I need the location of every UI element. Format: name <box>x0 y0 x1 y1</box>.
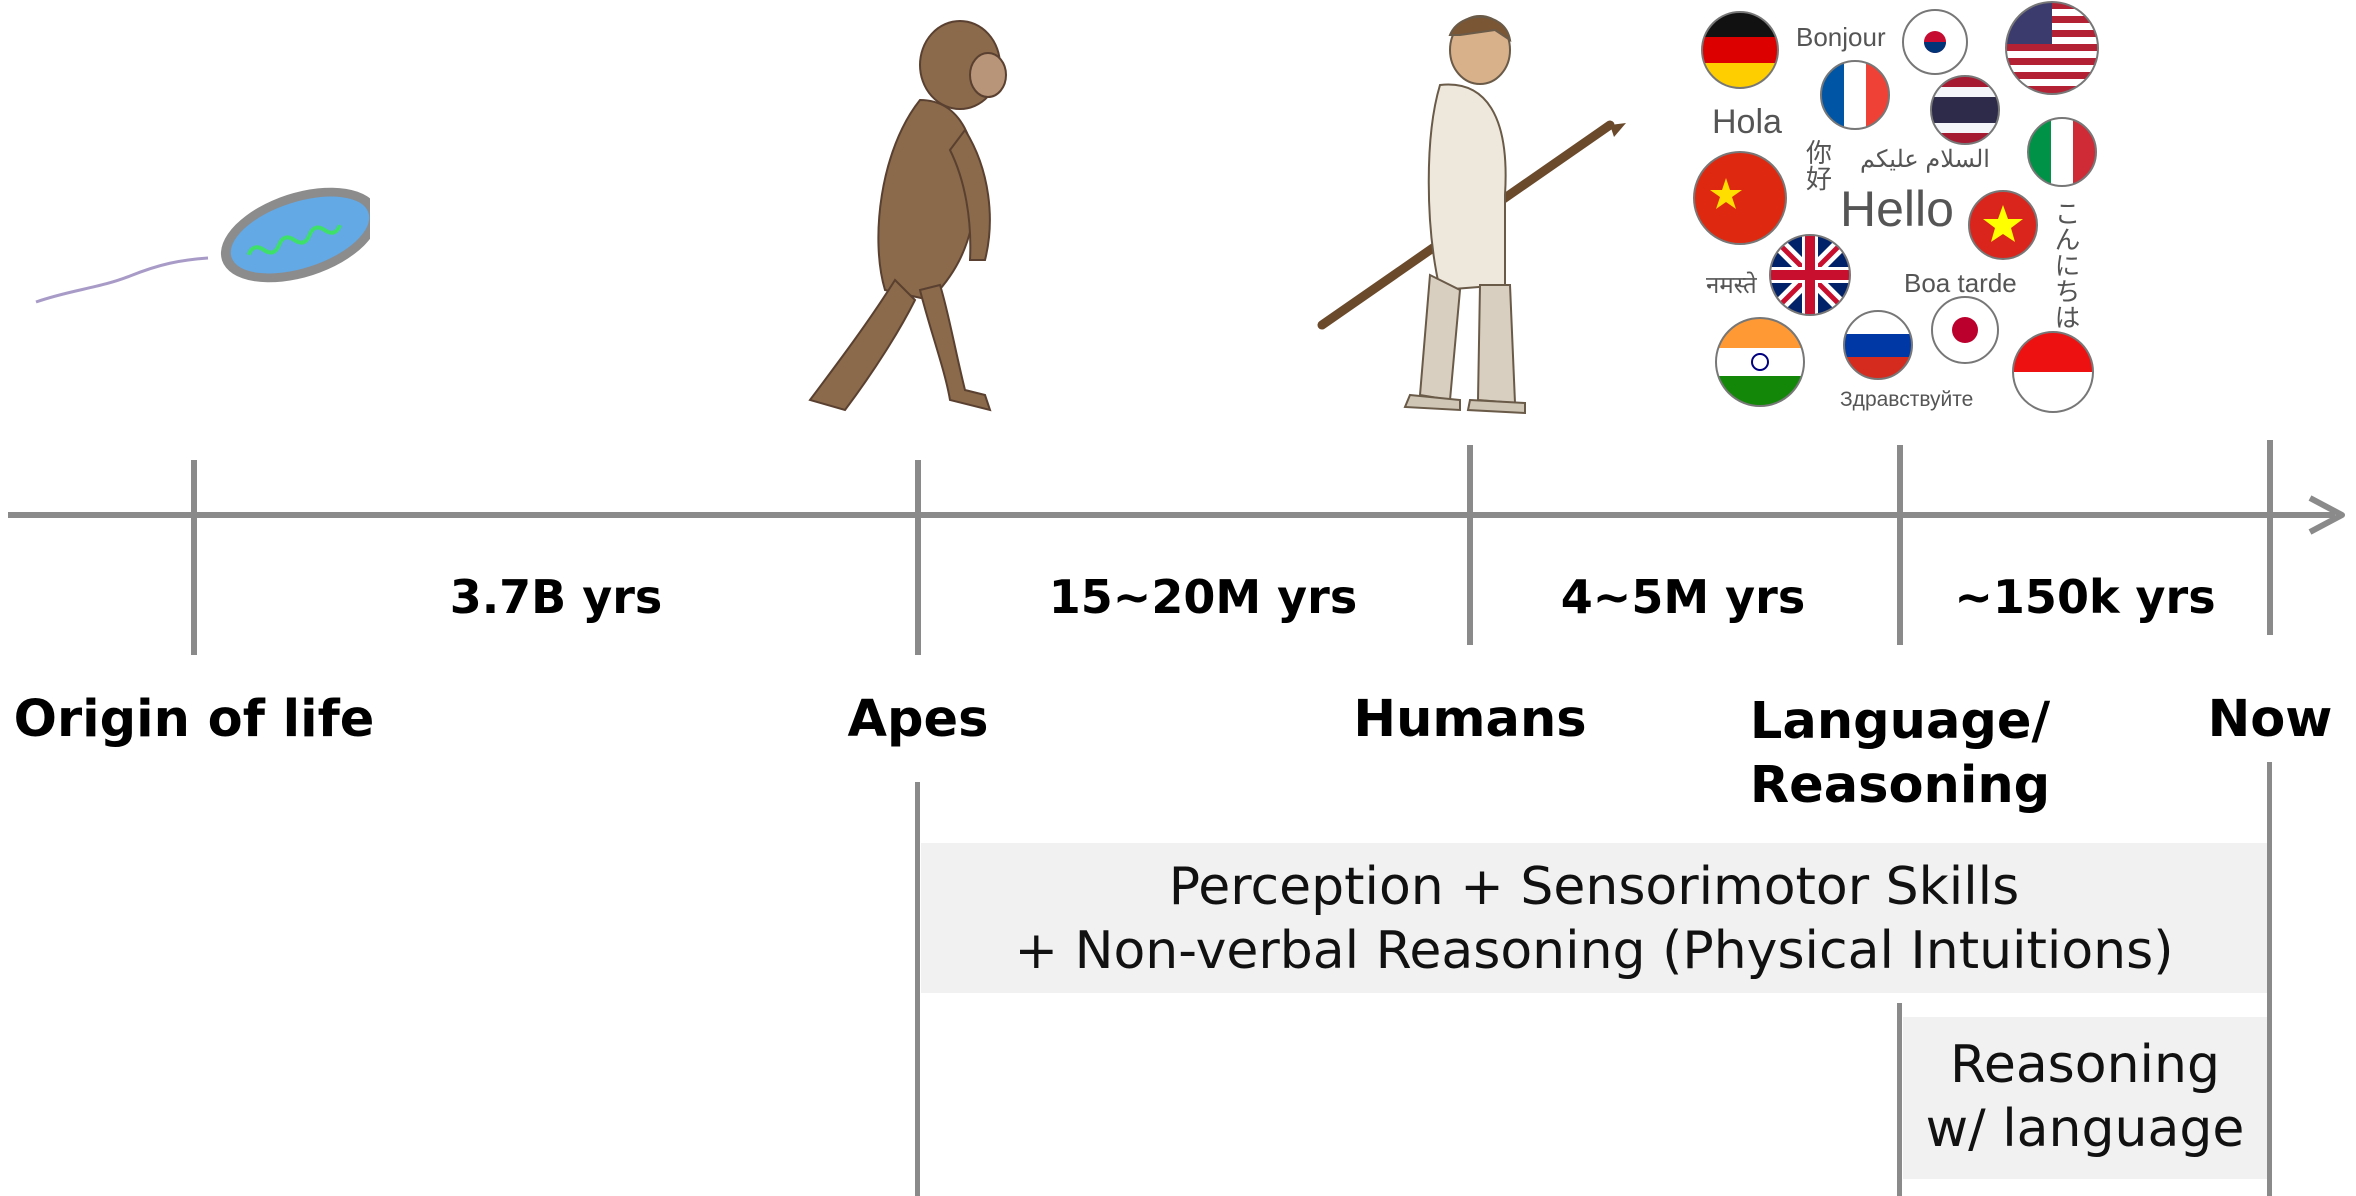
greeting-zdravstvuyte: Здравствуйте <box>1840 388 1973 412</box>
greeting-nihao: 你好 <box>1806 140 1836 192</box>
milestone-apes: Apes <box>848 690 989 749</box>
apes-drop-line <box>915 782 920 1196</box>
greeting-bonjour: Bonjour <box>1796 22 1886 53</box>
language-collage: Bonjour Hola 你好 السلام عليكم Hello नमस्त… <box>1690 0 2110 420</box>
perception-box-line1: Perception + Sensorimotor Skills <box>921 855 2267 919</box>
greeting-hola: Hola <box>1712 103 1782 142</box>
caveman-icon <box>1310 5 1630 415</box>
greeting-hello: Hello <box>1840 180 1954 238</box>
span-label-language-to-now: ~150k yrs <box>1954 570 2215 624</box>
language-box-line2: w/ language <box>1903 1097 2267 1161</box>
milestone-language-reasoning: Language/ Reasoning <box>1750 690 2050 818</box>
perception-box: Perception + Sensorimotor Skills + Non-v… <box>921 843 2267 993</box>
greeting-salaam: السلام عليكم <box>1860 145 1990 174</box>
milestone-language-line2: Reasoning <box>1750 754 2050 818</box>
milestone-language-line1: Language/ <box>1750 690 2050 754</box>
milestone-origin-of-life: Origin of life <box>14 690 375 749</box>
milestone-humans: Humans <box>1353 690 1586 749</box>
timeline-axis <box>0 430 2356 670</box>
language-drop-line <box>1897 1003 1902 1196</box>
milestone-now: Now <box>2208 690 2333 749</box>
language-reasoning-box: Reasoning w/ language <box>1903 1017 2267 1179</box>
span-label-origin-to-apes: 3.7B yrs <box>450 570 663 624</box>
greeting-boa-tarde: Boa tarde <box>1904 268 2017 299</box>
now-drop-line <box>2267 762 2272 1196</box>
perception-box-line2: + Non-verbal Reasoning (Physical Intuiti… <box>921 919 2267 983</box>
ape-icon <box>790 10 1030 420</box>
bacterium-icon <box>30 180 370 320</box>
span-label-apes-to-humans: 15~20M yrs <box>1049 570 1357 624</box>
span-label-humans-to-language: 4~5M yrs <box>1561 570 1805 624</box>
language-box-line1: Reasoning <box>1903 1033 2267 1097</box>
greeting-konnichiwa: こんにちは <box>2048 200 2085 330</box>
greeting-namaste: नमस्ते <box>1706 268 1757 301</box>
